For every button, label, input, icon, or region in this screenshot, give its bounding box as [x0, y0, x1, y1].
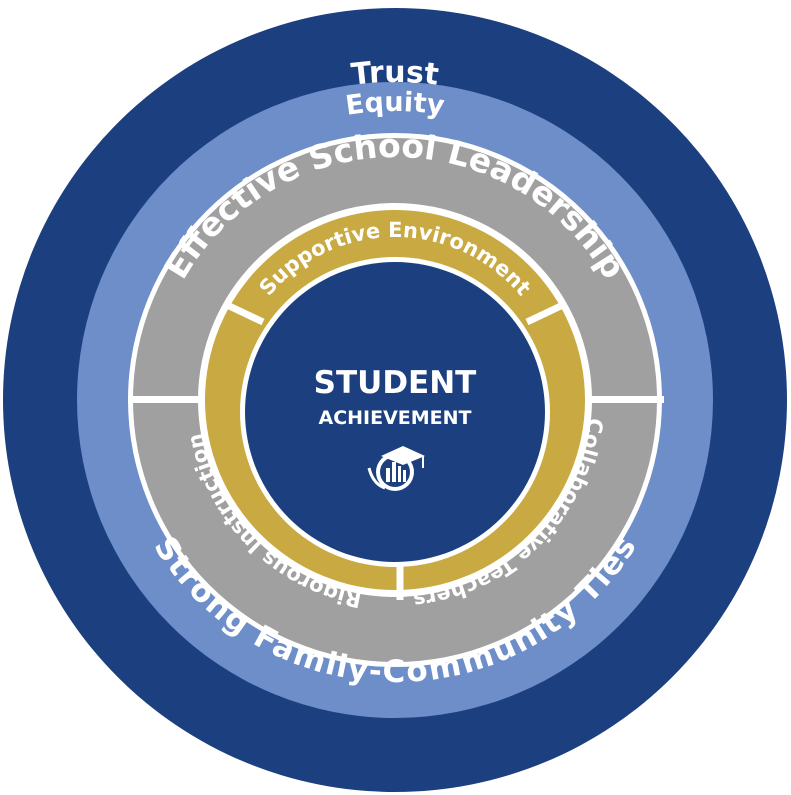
center-title: STUDENT [314, 365, 477, 401]
graduation-cap-city-logo-icon [367, 446, 425, 491]
gold-divider-left [223, 300, 265, 326]
center-circle [245, 262, 545, 562]
center-subtitle: ACHIEVEMENT [318, 407, 471, 429]
gold-divider-right [525, 300, 567, 326]
equity-label: Equity [344, 87, 447, 122]
